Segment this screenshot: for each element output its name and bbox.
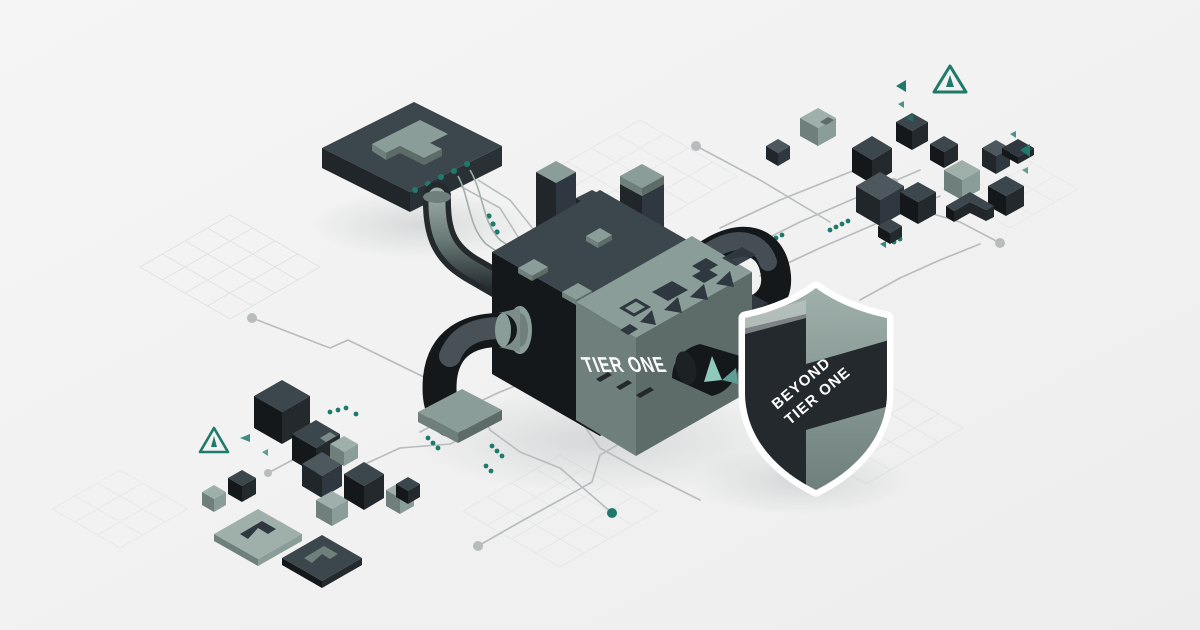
protection-shield: BEYOND TIER ONE xyxy=(738,281,894,497)
upper-left-launch-pad xyxy=(322,102,502,212)
block-r9 xyxy=(800,108,836,146)
block-r2 xyxy=(896,113,928,150)
warning-triangle-icon-left xyxy=(198,426,230,454)
tier-one-indicators xyxy=(596,372,654,398)
node-right-upper xyxy=(691,141,701,151)
upper-left-pipe xyxy=(422,182,522,304)
left-teal-accents xyxy=(240,434,268,456)
node-bottom-left xyxy=(473,541,483,551)
block-l6 xyxy=(344,462,384,510)
tier-one-module: TIER ONE xyxy=(576,236,756,456)
node-left-small xyxy=(264,469,272,477)
triangle-logo-icon xyxy=(704,356,738,384)
pad-cable-bundle xyxy=(457,169,525,263)
tier-one-label-text: TIER ONE xyxy=(579,353,671,377)
node-right-far xyxy=(995,238,1005,248)
node-left-upper xyxy=(247,313,257,323)
node-bottom-mid xyxy=(607,508,617,518)
right-teal-accents xyxy=(880,80,1030,248)
left-block-cluster xyxy=(202,380,420,526)
left-pipe-base-plate xyxy=(418,389,502,443)
chip-sage xyxy=(214,509,302,566)
warning-triangle-icon-right xyxy=(932,64,968,94)
block-r4 xyxy=(856,172,904,226)
block-l10 xyxy=(396,477,420,504)
right-block-cluster xyxy=(766,108,1034,244)
pad-glyph-t xyxy=(372,120,448,165)
tier-one-label: TIER ONE xyxy=(579,353,671,377)
block-r3 xyxy=(930,136,958,168)
block-r6 xyxy=(944,160,980,200)
block-l4 xyxy=(228,470,256,502)
chip-dark xyxy=(282,535,362,588)
block-r5 xyxy=(900,182,936,224)
block-l5 xyxy=(316,491,348,526)
core-left-face xyxy=(492,252,600,436)
block-l8 xyxy=(202,485,226,512)
core-top-pads xyxy=(518,228,612,305)
tier-one-left-face xyxy=(576,302,636,456)
block-l9 xyxy=(330,436,358,466)
module-logo-cylinder xyxy=(672,344,740,396)
block-r12-lshape xyxy=(946,192,994,222)
block-r11 xyxy=(878,219,902,244)
shield-dark-panel xyxy=(745,314,887,490)
block-r10 xyxy=(766,139,790,166)
tier-one-top-markers xyxy=(619,247,756,335)
